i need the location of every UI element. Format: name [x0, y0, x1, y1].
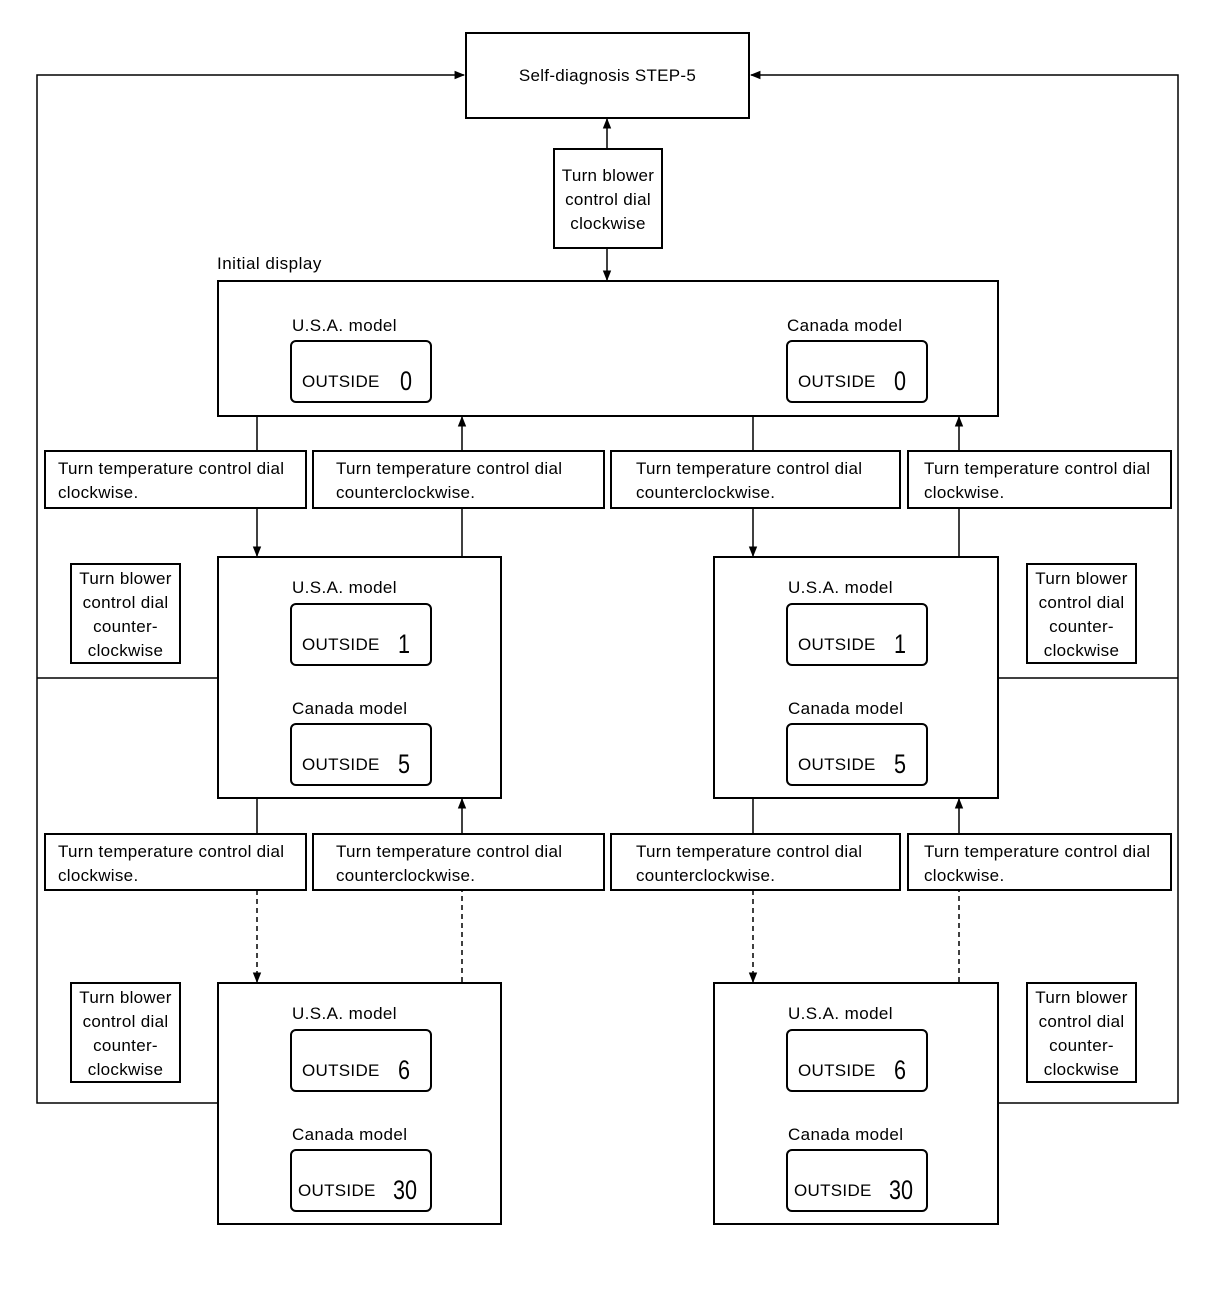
- display-word: OUTSIDE: [298, 1181, 376, 1200]
- blower-ccw-text: Turn blower control dial counter- clockw…: [79, 569, 172, 660]
- temp-counterclockwise-box: Turn temperature control dial counterclo…: [312, 450, 605, 509]
- temp-instruction: Turn temperature control dial clockwise.: [924, 842, 1151, 885]
- initial-usa-display: OUTSIDE 0: [290, 340, 432, 403]
- display-word: OUTSIDE: [798, 635, 876, 654]
- mid-left-display-box: U.S.A. model OUTSIDE 1 Canada model OUTS…: [217, 556, 502, 799]
- display-value: 1: [398, 629, 411, 659]
- display-value: 6: [894, 1055, 907, 1085]
- usa-display: OUTSIDE 1: [786, 603, 928, 666]
- mid-right-display-box: U.S.A. model OUTSIDE 1 Canada model OUTS…: [713, 556, 999, 799]
- usa-display: OUTSIDE 6: [290, 1029, 432, 1092]
- initial-canada-label: Canada model: [787, 316, 903, 335]
- display-word: OUTSIDE: [798, 755, 876, 774]
- blower-clockwise-text: Turn blower control dial clockwise: [561, 166, 655, 233]
- blower-counterclockwise-box: Turn blower control dial counter- clockw…: [1026, 982, 1137, 1083]
- temp-instruction: Turn temperature control dial counterclo…: [336, 842, 563, 885]
- initial-usa-label: U.S.A. model: [292, 316, 397, 335]
- display-value: 0: [894, 366, 907, 396]
- canada-display: OUTSIDE 5: [290, 723, 432, 786]
- display-word: OUTSIDE: [798, 372, 876, 391]
- display-value: 5: [398, 749, 411, 779]
- temp-instruction: Turn temperature control dial counterclo…: [336, 459, 563, 502]
- canada-model-label: Canada model: [788, 699, 904, 718]
- display-word: OUTSIDE: [302, 635, 380, 654]
- initial-canada-display: OUTSIDE 0: [786, 340, 928, 403]
- blower-ccw-text: Turn blower control dial counter- clockw…: [1035, 569, 1128, 660]
- temp-counterclockwise-box: Turn temperature control dial counterclo…: [610, 833, 901, 891]
- usa-model-label: U.S.A. model: [292, 578, 397, 597]
- temp-clockwise-box: Turn temperature control dial clockwise.: [907, 450, 1172, 509]
- display-value: 6: [398, 1055, 411, 1085]
- display-value: 0: [400, 366, 413, 396]
- canada-display: OUTSIDE 30: [290, 1149, 432, 1212]
- display-value: 30: [393, 1175, 418, 1205]
- display-word: OUTSIDE: [798, 1061, 876, 1080]
- usa-display: OUTSIDE 1: [290, 603, 432, 666]
- temp-clockwise-box: Turn temperature control dial clockwise.: [44, 833, 307, 891]
- initial-display-box: U.S.A. model OUTSIDE 0 Canada model OUTS…: [217, 280, 999, 417]
- canada-model-label: Canada model: [292, 699, 408, 718]
- bottom-right-display-box: U.S.A. model OUTSIDE 6 Canada model OUTS…: [713, 982, 999, 1225]
- canada-display: OUTSIDE 30: [786, 1149, 928, 1212]
- bottom-left-display-box: U.S.A. model OUTSIDE 6 Canada model OUTS…: [217, 982, 502, 1225]
- blower-counterclockwise-box: Turn blower control dial counter- clockw…: [70, 982, 181, 1083]
- blower-clockwise-box: Turn blower control dial clockwise: [553, 148, 663, 249]
- usa-display: OUTSIDE 6: [786, 1029, 928, 1092]
- canada-model-label: Canada model: [292, 1125, 408, 1144]
- step5-label: Self-diagnosis STEP-5: [518, 66, 697, 85]
- temp-instruction: Turn temperature control dial counterclo…: [636, 459, 863, 502]
- display-value: 1: [894, 629, 907, 659]
- usa-model-label: U.S.A. model: [292, 1004, 397, 1023]
- blower-counterclockwise-box: Turn blower control dial counter- clockw…: [70, 563, 181, 664]
- temp-instruction: Turn temperature control dial clockwise.: [58, 459, 285, 502]
- display-word: OUTSIDE: [302, 1061, 380, 1080]
- temp-clockwise-box: Turn temperature control dial clockwise.: [907, 833, 1172, 891]
- display-value: 30: [889, 1175, 914, 1205]
- canada-model-label: Canada model: [788, 1125, 904, 1144]
- temp-counterclockwise-box: Turn temperature control dial counterclo…: [610, 450, 901, 509]
- display-word: OUTSIDE: [302, 372, 380, 391]
- usa-model-label: U.S.A. model: [788, 578, 893, 597]
- blower-counterclockwise-box: Turn blower control dial counter- clockw…: [1026, 563, 1137, 664]
- initial-display-label: Initial display: [217, 254, 322, 273]
- step5-box: Self-diagnosis STEP-5: [465, 32, 750, 119]
- temp-clockwise-box: Turn temperature control dial clockwise.: [44, 450, 307, 509]
- blower-ccw-text: Turn blower control dial counter- clockw…: [79, 988, 172, 1079]
- temp-instruction: Turn temperature control dial clockwise.: [58, 842, 285, 885]
- blower-ccw-text: Turn blower control dial counter- clockw…: [1035, 988, 1128, 1079]
- temp-counterclockwise-box: Turn temperature control dial counterclo…: [312, 833, 605, 891]
- temp-instruction: Turn temperature control dial clockwise.: [924, 459, 1151, 502]
- display-word: OUTSIDE: [302, 755, 380, 774]
- temp-instruction: Turn temperature control dial counterclo…: [636, 842, 863, 885]
- usa-model-label: U.S.A. model: [788, 1004, 893, 1023]
- canada-display: OUTSIDE 5: [786, 723, 928, 786]
- display-word: OUTSIDE: [794, 1181, 872, 1200]
- display-value: 5: [894, 749, 907, 779]
